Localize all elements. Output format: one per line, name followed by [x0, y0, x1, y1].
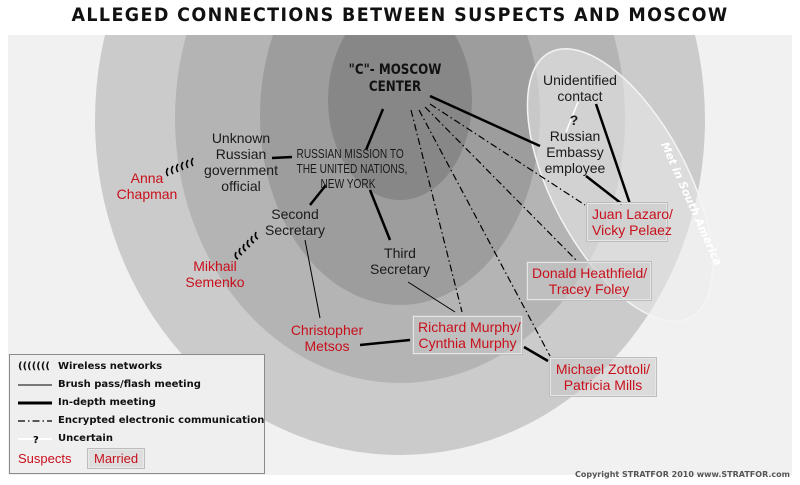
second-secretary-node: Second Secretary — [255, 206, 335, 238]
couple-lazaro-pelaez: Juan Lazaro/ Vicky Pelaez — [587, 203, 673, 241]
diagram-title: ALLEGED CONNECTIONS BETWEEN SUSPECTS AND… — [71, 4, 729, 26]
third-secretary-node: Third Secretary — [360, 245, 440, 277]
legend-encrypted-label: Encrypted electronic communication — [58, 415, 265, 426]
indepth-line-murphy-zottoli — [523, 345, 549, 363]
legend-indepth-label: In-depth meeting — [58, 397, 156, 408]
embassy-line-1: Russian — [549, 128, 601, 144]
ring-inner — [328, 35, 472, 200]
indepth-line-center-mission — [364, 108, 385, 151]
indepth-line-mission-third — [368, 189, 392, 241]
wireless-icon-chapman — [165, 157, 194, 177]
contact-line-1: Unidentified — [543, 72, 617, 88]
second-line-1: Second — [271, 206, 319, 222]
official-line-3: government — [204, 162, 278, 178]
uncertain-line-icon: ? — [18, 431, 52, 447]
russian-mission-node: RUSSIAN MISSION TO THE UNITED NATIONS, N… — [296, 146, 408, 191]
moscow-center-line-1: "C"- MOSCOW — [348, 62, 442, 78]
brush-line-second-metsos — [304, 239, 321, 319]
thin-line-icon — [18, 377, 52, 393]
encrypted-line-zottoli — [418, 109, 551, 357]
metsos-line-2: Metsos — [304, 338, 350, 354]
embassy-line-3: employee — [544, 160, 606, 176]
zottoli-line-1: Michael Zottoli/ — [555, 361, 651, 377]
unidentified-contact-node: Unidentified contact — [530, 72, 630, 104]
couple-murphy: Richard Murphy/ Cynthia Murphy — [413, 316, 522, 354]
third-line-1: Third — [384, 245, 416, 261]
contact-line-2: contact — [557, 88, 603, 104]
moscow-center-node: "C"- MOSCOW CENTER — [340, 62, 451, 96]
embassy-line-2: Embassy — [546, 144, 604, 160]
indepth-line-metsos-murphy — [359, 338, 411, 347]
south-america-region — [526, 48, 714, 322]
couple-heathfield-foley: Donald Heathfield/ Tracey Foley — [527, 262, 651, 300]
indepth-line-embassy-lazaro — [585, 175, 623, 205]
legend-brush-label: Brush pass/flash meeting — [58, 379, 201, 390]
wireless-icon-semenko — [234, 231, 259, 260]
lazaro-line-2: Vicky Pelaez — [592, 222, 672, 238]
couple-zottoli-mills: Michael Zottoli/ Patricia Mills — [550, 358, 656, 396]
lazaro-line-1: Juan Lazaro/ — [592, 206, 673, 222]
murphy-line-2: Cynthia Murphy — [418, 335, 517, 351]
encrypted-line-murphy — [410, 109, 463, 313]
mission-line-2: THE UNITED NATIONS, — [296, 161, 408, 176]
indepth-line-mission-second — [309, 184, 327, 206]
uncertain-mark: ? — [569, 112, 579, 128]
murphy-line-1: Richard Murphy/ — [418, 319, 521, 335]
encrypted-line-lazaro — [429, 103, 586, 206]
indepth-line-official-mission — [271, 155, 293, 160]
thick-line-icon — [18, 395, 52, 411]
heathfield-line-2: Tracey Foley — [548, 281, 630, 297]
suspect-christopher-metsos: Christopher Metsos — [282, 322, 372, 354]
unknown-official-node: Unknown Russian government official — [196, 130, 286, 194]
dash-dot-line-icon — [18, 413, 52, 429]
legend-uncertain-label: Uncertain — [58, 433, 113, 444]
metsos-line-1: Christopher — [290, 322, 364, 338]
russian-embassy-node: Russian Embassy employee — [530, 128, 620, 176]
indepth-line-center-embassy — [429, 94, 541, 148]
wireless-symbol-icon: ((((((( — [18, 361, 50, 372]
heathfield-line-1: Donald Heathfield/ — [532, 265, 648, 281]
chapman-line-2: Chapman — [116, 186, 178, 202]
zottoli-line-2: Patricia Mills — [563, 377, 643, 393]
mission-line-3: NEW YORK — [320, 176, 376, 191]
mission-line-1: RUSSIAN MISSION TO — [296, 146, 404, 161]
second-line-2: Secretary — [265, 222, 325, 238]
legend-wireless-label: Wireless networks — [58, 361, 163, 372]
moscow-center-line-2: CENTER — [368, 79, 422, 95]
brush-line-third-murphy — [407, 281, 456, 313]
copyright-text: Copyright STRATFOR 2010 www.STRATFOR.com — [575, 470, 790, 479]
suspect-anna-chapman: Anna Chapman — [112, 170, 182, 202]
legend: ((((((( Wireless networks Brush pass/fla… — [9, 354, 265, 474]
chapman-line-1: Anna — [130, 170, 164, 186]
svg-text:?: ? — [33, 435, 39, 446]
official-line-1: Unknown — [211, 130, 271, 146]
semenko-line-1: Mikhail — [193, 258, 237, 274]
official-line-2: Russian — [215, 146, 267, 162]
legend-suspects-label: Suspects — [18, 451, 72, 466]
third-line-2: Secretary — [370, 261, 430, 277]
legend-married-label: Married — [88, 449, 145, 468]
uncertain-line-contact-embassy — [565, 101, 579, 133]
indepth-line-contact-lazaro — [594, 103, 632, 205]
official-line-4: official — [221, 178, 261, 194]
semenko-line-2: Semenko — [185, 274, 245, 290]
suspect-mikhail-semenko: Mikhail Semenko — [180, 258, 250, 290]
